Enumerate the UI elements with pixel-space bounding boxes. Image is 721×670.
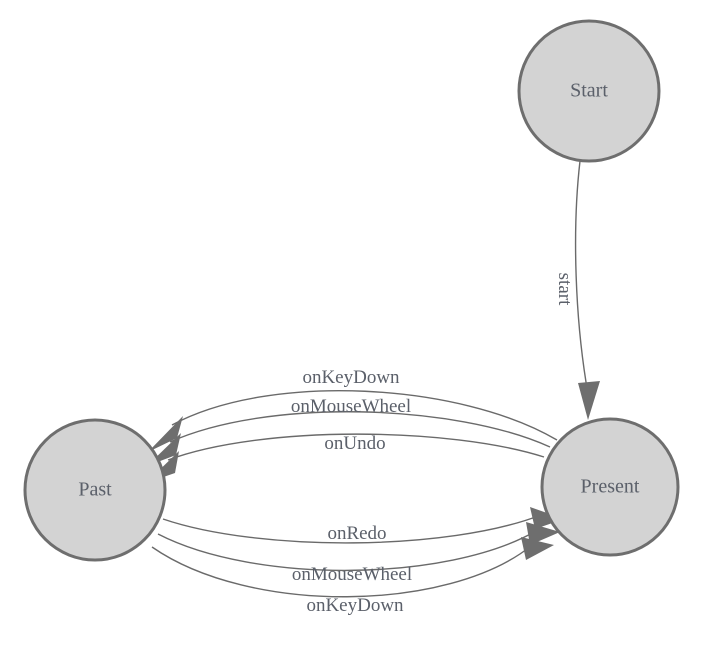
edge-past-present-mousewheel-arrowhead bbox=[526, 522, 560, 545]
edge-present-past-undo[interactable]: onUndo bbox=[146, 433, 545, 483]
node-present[interactable]: Present bbox=[540, 417, 680, 557]
node-present-label: Present bbox=[581, 476, 640, 498]
edge-past-present-mousewheel[interactable]: onMouseWheel bbox=[157, 522, 560, 585]
node-past-circle bbox=[23, 418, 167, 562]
edge-past-present-redo-arrowhead bbox=[530, 507, 564, 529]
edge-present-past-keydown-arrowhead bbox=[148, 416, 183, 452]
edge-present-past-keydown[interactable]: onKeyDown bbox=[148, 367, 558, 452]
node-start[interactable]: Start bbox=[517, 19, 661, 163]
edge-past-present-redo-path bbox=[162, 514, 542, 544]
node-present-circle bbox=[540, 417, 680, 557]
edge-past-present-keydown-label: onKeyDown bbox=[306, 595, 404, 616]
edge-past-present-mousewheel-label: onMouseWheel bbox=[292, 564, 412, 585]
node-past-label: Past bbox=[78, 479, 112, 501]
edge-past-present-keydown[interactable]: onKeyDown bbox=[151, 537, 554, 616]
edge-start-present[interactable]: start bbox=[554, 160, 600, 420]
edge-present-past-mousewheel-path bbox=[169, 411, 551, 448]
edge-past-present-keydown-arrowhead bbox=[521, 537, 554, 560]
edge-past-present-redo-label: onRedo bbox=[327, 523, 386, 544]
edge-present-past-keydown-label: onKeyDown bbox=[302, 367, 400, 388]
edge-past-present-redo[interactable]: onRedo bbox=[162, 507, 564, 544]
edge-present-past-undo-path bbox=[167, 433, 545, 461]
node-start-label: Start bbox=[570, 80, 608, 102]
edge-start-present-label: start bbox=[554, 273, 575, 306]
edge-present-past-keydown-path bbox=[171, 390, 558, 441]
edge-start-present-path bbox=[574, 160, 589, 395]
edge-past-present-keydown-path bbox=[151, 545, 532, 598]
edge-past-present-mousewheel-path bbox=[157, 530, 537, 572]
edge-present-past-mousewheel-label: onMouseWheel bbox=[291, 396, 411, 417]
edge-present-past-mousewheel[interactable]: onMouseWheel bbox=[147, 396, 551, 466]
node-start-circle bbox=[517, 19, 661, 163]
edge-start-present-arrowhead bbox=[578, 381, 600, 420]
node-past[interactable]: Past bbox=[23, 418, 167, 562]
edge-present-past-undo-label: onUndo bbox=[324, 433, 385, 454]
